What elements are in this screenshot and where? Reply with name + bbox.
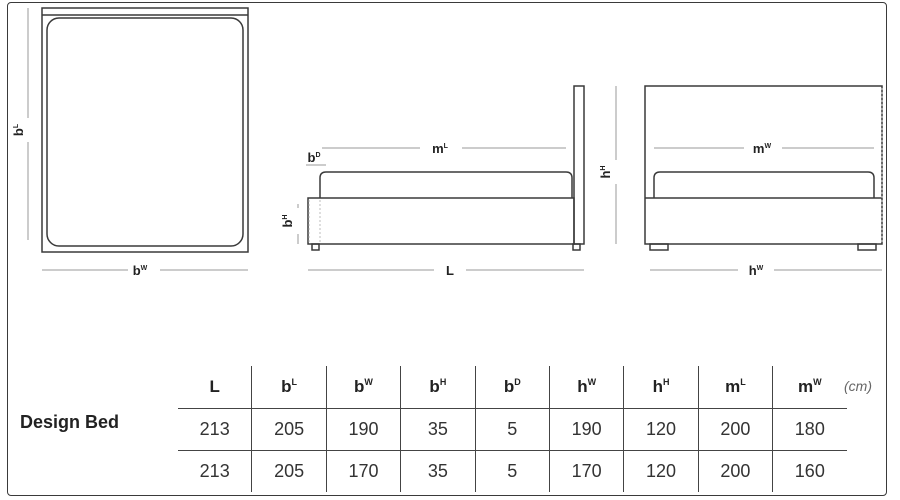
column-header-mL: mL bbox=[697, 366, 773, 409]
dimension-labels: bL bW mL bD bH L mW hH hW bbox=[11, 123, 771, 278]
table-cell: 190 bbox=[548, 408, 624, 451]
dimension-lines bbox=[27, 8, 882, 271]
table-cell: 170 bbox=[325, 450, 401, 492]
label-headboard-height: hH bbox=[598, 165, 613, 178]
table-cell: 170 bbox=[548, 450, 624, 492]
table-row: 213 205 170 35 5 170 120 200 160 bbox=[178, 450, 847, 492]
table-cell: 205 bbox=[251, 450, 327, 492]
column-header-mW: mW bbox=[772, 366, 847, 409]
unit-label: (cm) bbox=[844, 378, 872, 394]
drawing-frame bbox=[7, 2, 887, 496]
table-cell: 120 bbox=[623, 450, 699, 492]
table-cell: 180 bbox=[772, 408, 847, 451]
label-mattress-length: mL bbox=[432, 141, 449, 156]
front-view-foot-right bbox=[857, 243, 877, 251]
label-headboard-width: hW bbox=[749, 263, 764, 278]
dimensions-table: L bL bW bH bD hW hH mL mW 213 205 190 35… bbox=[178, 366, 847, 492]
table-cell: 160 bbox=[772, 450, 847, 492]
label-base-depth: bD bbox=[307, 150, 320, 165]
side-view-headboard bbox=[573, 85, 585, 245]
label-base-height: bH bbox=[280, 214, 295, 227]
front-view-mattress bbox=[653, 171, 875, 198]
table-cell: 5 bbox=[474, 408, 550, 451]
table-cell: 35 bbox=[400, 450, 476, 492]
label-overall-length: L bbox=[446, 263, 454, 278]
bed-front-view bbox=[644, 85, 883, 251]
side-view-base bbox=[307, 197, 575, 245]
table-header-row: L bL bW bH bD hW hH mL mW bbox=[178, 366, 847, 409]
side-view-mattress bbox=[319, 171, 573, 198]
column-header-hW: hW bbox=[548, 366, 624, 409]
table-cell: 213 bbox=[199, 461, 230, 481]
bed-side-view bbox=[307, 85, 585, 251]
column-header-bD: bD bbox=[474, 366, 550, 409]
table-row: 213 205 190 35 5 190 120 200 180 bbox=[178, 408, 847, 451]
table-cell: 200 bbox=[697, 450, 773, 492]
front-view-headboard bbox=[644, 85, 883, 245]
side-view-foot-left bbox=[311, 243, 320, 251]
table-cell: 213 bbox=[178, 408, 252, 451]
column-header-hH: hH bbox=[623, 366, 699, 409]
side-view-foot-right bbox=[572, 243, 581, 251]
table-cell: 205 bbox=[251, 408, 327, 451]
hidden-lines bbox=[308, 88, 883, 243]
table-cell: 35 bbox=[400, 408, 476, 451]
front-view-foot-left bbox=[649, 243, 669, 251]
table-cell: 190 bbox=[325, 408, 401, 451]
top-view-mattress bbox=[46, 17, 244, 247]
label-bed-width: bW bbox=[133, 263, 148, 278]
table-cell: 120 bbox=[623, 408, 699, 451]
technical-drawing: bL bW mL bD bH L mW hH hW bbox=[11, 7, 883, 278]
table-cell: 200 bbox=[697, 408, 773, 451]
label-mattress-width: mW bbox=[753, 141, 772, 156]
bed-top-view bbox=[41, 7, 249, 253]
column-header-bL: bL bbox=[251, 366, 327, 409]
column-header-bW: bW bbox=[325, 366, 401, 409]
column-header-L: L bbox=[178, 366, 252, 409]
table-cell: 5 bbox=[474, 450, 550, 492]
top-view-frame bbox=[41, 7, 249, 253]
product-name: Design Bed bbox=[20, 412, 120, 432]
column-header-bH: bH bbox=[400, 366, 476, 409]
label-bed-length: bL bbox=[11, 123, 26, 136]
